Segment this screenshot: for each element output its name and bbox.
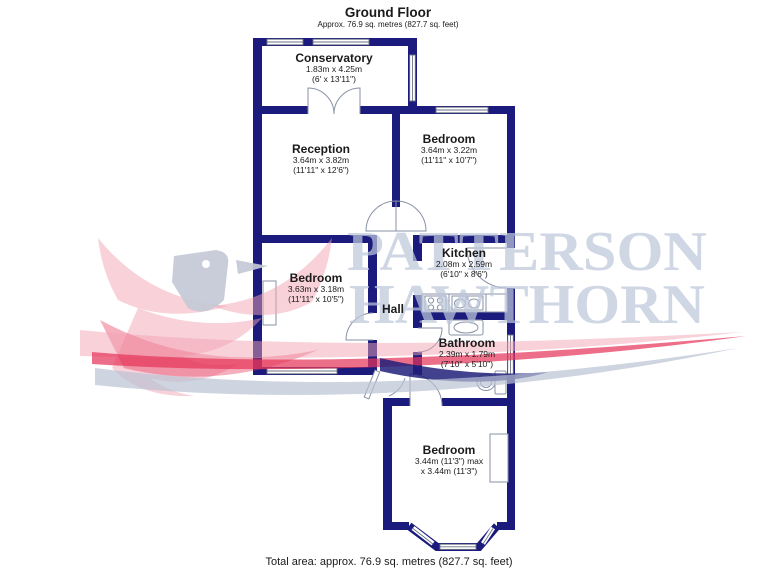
bird-right-wing <box>212 238 332 316</box>
swoosh-gray <box>95 348 738 395</box>
wall-segment <box>442 398 515 406</box>
room-label-kitchen: Kitchen 2.08m x 2.59m (6'10" x 8'6") <box>436 247 492 279</box>
wall-segment <box>392 522 409 530</box>
wall-segment <box>413 295 422 328</box>
wall-segment <box>253 38 262 112</box>
wall-segment <box>507 106 515 248</box>
room-dims-metric: 3.44m (11'3") max <box>414 456 484 466</box>
watermark-line2: HAWTHORN <box>349 274 705 336</box>
bird-eye <box>202 260 210 268</box>
wall-segment <box>383 398 392 530</box>
title-block: Ground Floor Approx. 76.9 sq. metres (82… <box>318 5 459 30</box>
wall-segment <box>392 114 400 207</box>
wall-segment <box>368 243 377 313</box>
swoosh-pink <box>80 330 742 359</box>
conservatory-french-door-right <box>333 87 361 115</box>
room-dims-metric: 3.64m x 3.22m <box>420 145 478 155</box>
room-label-conservatory: Conservatory 1.83m x 4.25m (6' x 13'11") <box>295 52 372 84</box>
room-name: Bedroom <box>422 443 476 457</box>
room-label-bedroom-top: Bedroom 3.64m x 3.22m (11'11" x 10'7") <box>421 133 477 165</box>
hob <box>424 295 447 311</box>
wall-segment <box>368 340 377 375</box>
room-dims-imperial: (7'10" x 5'10") <box>440 358 494 369</box>
room-name: Bathroom <box>438 336 496 350</box>
room-dims-imperial: (11'11" x 10'7") <box>421 154 477 165</box>
kitchen-back-door <box>466 247 508 289</box>
wall-segment <box>413 243 422 261</box>
bedroom-middle-door <box>345 312 374 341</box>
wall-segment <box>413 235 515 243</box>
window-line <box>412 528 434 545</box>
wall-segment <box>253 235 377 243</box>
conservatory-french-door-left <box>307 87 335 115</box>
room-dims-metric: 2.39m x 1.79m <box>438 349 496 359</box>
wall-segment <box>383 398 410 406</box>
room-name: Reception <box>291 142 351 156</box>
page-title: Ground Floor <box>344 5 432 20</box>
room-dims-imperial: (6'10" x 8'6") <box>440 268 488 279</box>
room-label-reception: Reception 3.64m x 3.82m (11'11" x 12'6") <box>292 143 350 175</box>
bathroom-sink <box>448 319 484 336</box>
window-line <box>482 528 494 545</box>
room-dims-imperial: (6' x 13'11") <box>312 73 356 84</box>
bird-head <box>172 250 229 312</box>
reception-hall-door <box>365 200 397 232</box>
total-area-text: Total area: approx. 76.9 sq. metres (827… <box>265 556 513 568</box>
bird-left-wing <box>98 238 228 314</box>
wall-segment <box>413 312 515 320</box>
wall-segment <box>497 522 515 530</box>
wall-segment <box>360 106 417 114</box>
bedroom-top-hall-door <box>395 200 427 232</box>
room-dims-metric: 3.63m x 3.18m <box>287 284 345 294</box>
room-label-bedroom-bottom: Bedroom 3.44m (11'3") max x 3.44m (11'3"… <box>415 444 483 476</box>
bird-beak <box>236 260 268 274</box>
page-subtitle: Approx. 76.9 sq. metres (827.7 sq. feet) <box>317 20 459 29</box>
room-name: Kitchen <box>441 246 487 260</box>
swoosh-red <box>92 336 746 370</box>
watermark: PATTERSON HAWTHORN <box>80 221 746 397</box>
room-dims-imperial: x 3.44m (11'3") <box>420 465 478 476</box>
room-name: Hall <box>381 302 405 316</box>
room-dims-metric: 2.08m x 2.59m <box>435 259 493 269</box>
room-label-bedroom-middle: Bedroom 3.63m x 3.18m (11'11" x 10'5") <box>288 272 344 304</box>
room-dims-imperial: (11'11" x 10'5") <box>288 293 344 304</box>
room-label-hall: Hall <box>382 303 404 316</box>
room-name: Conservatory <box>295 51 373 65</box>
room-label-bathroom: Bathroom 2.39m x 1.79m (7'10" x 5'10") <box>439 337 496 369</box>
room-dims-imperial: (11'11" x 12'6") <box>293 164 349 175</box>
built-in-alcove <box>489 433 509 483</box>
room-name: Bedroom <box>422 132 476 146</box>
room-dims-metric: 3.64m x 3.82m <box>292 155 350 165</box>
room-dims-metric: 1.83m x 4.25m <box>305 64 363 74</box>
watermark-line1: PATTERSON <box>347 221 707 283</box>
wall-segment <box>253 106 308 114</box>
room-name: Bedroom <box>289 271 343 285</box>
kitchen-sink <box>451 295 484 311</box>
